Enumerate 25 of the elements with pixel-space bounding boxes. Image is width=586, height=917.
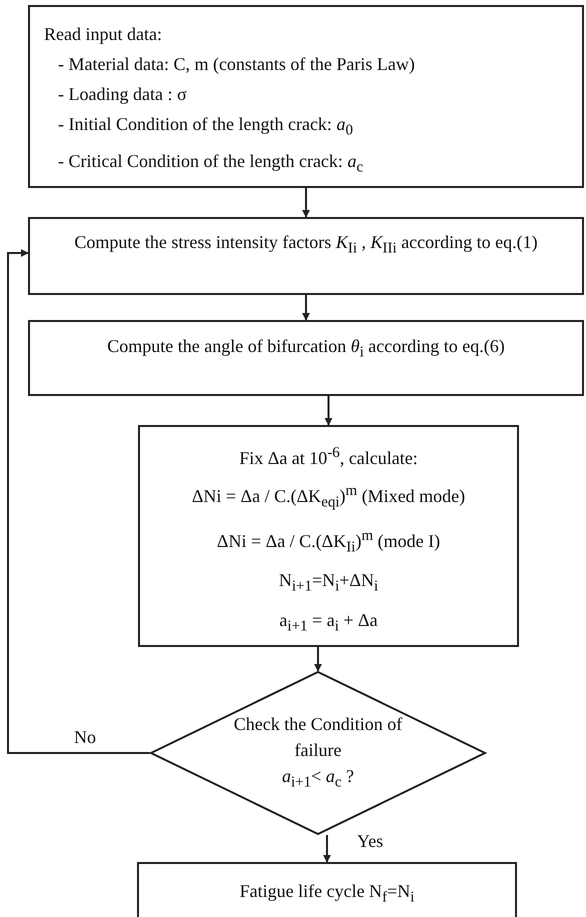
node-text: ΔNi = Δa / C.(ΔK$_{eqi}$)$^{m}$ (Mixed mode) bbox=[192, 482, 466, 513]
node-text: - Critical Condition of the length crack: a$_{c}$ bbox=[57, 150, 364, 178]
process-box bbox=[28, 217, 584, 295]
node-text: Compute the angle of bifurcation θ$_{i}$ according to eq.(6) bbox=[107, 335, 505, 363]
arrow bbox=[302, 188, 310, 218]
node-text: a$_{i+1}$ = a$_{i}$ + Δa bbox=[279, 608, 378, 636]
node-text: N$_{i+1}$=N$_{i}$+ΔN$_{i}$ bbox=[278, 569, 378, 597]
node-text: ΔNi = Δa / C.(ΔK$_{Ii}$)$^{m}$ (mode I) bbox=[216, 526, 440, 558]
process-box bbox=[28, 320, 584, 396]
arrow bbox=[323, 835, 331, 863]
process-box bbox=[138, 425, 519, 647]
arrow bbox=[302, 295, 310, 321]
arrow bbox=[324, 396, 332, 426]
arrow bbox=[314, 647, 322, 672]
node-text: Fatigue life cycle N$_{f}$=N$_{i}$ bbox=[240, 880, 414, 908]
arrow bbox=[7, 249, 150, 754]
node-text: - Material data: C, m (constants of the Paris Law) bbox=[57, 53, 415, 76]
node-text: Read input data: bbox=[44, 23, 162, 46]
node-text: a$_{i+1}$< a$_{c}$ ? bbox=[282, 764, 354, 792]
node-text: - Loading data : σ bbox=[57, 83, 187, 106]
node-text: - Initial Condition of the length crack: a$_{0}$ bbox=[57, 113, 353, 141]
process-box bbox=[28, 5, 584, 188]
process-box bbox=[137, 862, 517, 917]
node-text: Fix Δa at 10$^{-6}$, calculate: bbox=[239, 444, 418, 470]
node-text: Compute the stress intensity factors K$_{Ii}$ , K$_{IIi}$ according to eq.(1) bbox=[74, 231, 538, 259]
